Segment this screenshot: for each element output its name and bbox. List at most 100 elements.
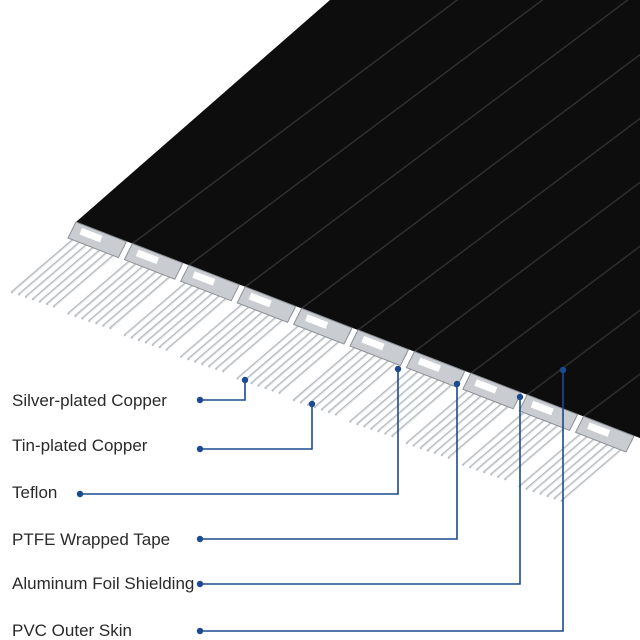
- conductor-wire: [243, 319, 316, 382]
- conductor-highlight: [209, 306, 281, 367]
- conductor-wire: [391, 374, 464, 438]
- conductor-highlight: [146, 282, 218, 343]
- leader-tin-dot-end: [308, 400, 316, 408]
- conductor-wire: [52, 245, 126, 308]
- conductor-wire: [109, 266, 182, 330]
- leader-foil-dot-end: [516, 393, 524, 401]
- teflon-insulation: [192, 271, 216, 286]
- conductor-wire: [130, 276, 203, 339]
- conductor-wire: [74, 254, 147, 318]
- conductor-highlight: [69, 253, 140, 314]
- conductor-highlight: [541, 433, 612, 494]
- teflon-insulation: [417, 357, 441, 373]
- conductor-wire: [24, 235, 98, 298]
- conductor-highlight: [372, 368, 443, 430]
- leader-lines: [76, 365, 567, 635]
- conductor-wire: [264, 326, 337, 390]
- conductor-wire: [88, 259, 161, 322]
- conductor-wire: [469, 406, 542, 469]
- conductor-wire: [553, 437, 626, 500]
- leader-ptfe: [200, 384, 458, 540]
- conductor-highlight: [97, 262, 168, 324]
- conductor-wire: [165, 288, 238, 351]
- label-tin-plated-copper: Tin-plated Copper: [12, 436, 148, 455]
- label-ptfe-wrapped-tape: PTFE Wrapped Tape: [12, 530, 171, 549]
- conductor-highlight: [498, 416, 570, 478]
- conductor-highlight: [26, 236, 98, 298]
- conductor-wire: [560, 439, 633, 502]
- conductor-wire: [67, 252, 140, 315]
- conductor-highlight: [294, 339, 366, 401]
- conductor-wire: [215, 307, 288, 370]
- teflon-insulation: [135, 249, 159, 265]
- leader-silver-dot-start: [196, 396, 204, 404]
- conductor-wire: [363, 365, 436, 428]
- conductor-highlight: [160, 286, 232, 348]
- conductor-highlight: [414, 385, 486, 446]
- conductor-highlight: [562, 440, 633, 502]
- conductor-highlight: [238, 318, 309, 379]
- conductor-highlight: [40, 241, 112, 302]
- conductor-wire: [292, 338, 366, 402]
- pvc-outer-skin: [76, 0, 640, 438]
- conductor-highlight: [534, 430, 605, 492]
- conductor-wire: [356, 362, 429, 426]
- conductor-wire: [201, 302, 274, 366]
- jacket-seam: [131, 0, 459, 245]
- conductor-highlight: [33, 238, 105, 300]
- conductor-highlight: [181, 296, 253, 358]
- conductor-wire: [490, 413, 563, 476]
- conductor-highlight: [470, 406, 542, 468]
- conductor-wire: [144, 281, 217, 344]
- conductor-highlight: [111, 267, 182, 329]
- conductor-wire: [334, 353, 408, 416]
- conductor-highlight: [202, 303, 274, 365]
- conductor-wire: [250, 322, 323, 385]
- conductor-wire: [433, 391, 506, 454]
- conductor-highlight: [132, 277, 204, 338]
- jacket-seam: [301, 53, 640, 310]
- conductor-wire: [158, 286, 231, 349]
- conductor-wire: [447, 396, 520, 459]
- jacket-seam: [357, 117, 640, 331]
- conductor-highlight: [505, 418, 577, 480]
- conductor-highlight: [365, 366, 436, 427]
- label-pvc-outer-skin: PVC Outer Skin: [12, 621, 132, 640]
- conductor-highlight: [252, 322, 323, 384]
- conductor-highlight: [308, 344, 380, 406]
- conductor-wire: [497, 415, 570, 478]
- conductor-highlight: [442, 394, 514, 456]
- leader-teflon-dot-start: [76, 490, 84, 498]
- teflon-insulation: [305, 314, 329, 329]
- conductor-highlight: [280, 332, 351, 394]
- label-teflon: Teflon: [12, 483, 58, 502]
- conductor-wire: [405, 382, 478, 445]
- jacket-seam: [413, 181, 640, 353]
- jacket-seam: [526, 309, 640, 396]
- conductor-highlight: [12, 231, 84, 293]
- teflon-insulation: [530, 400, 554, 416]
- conductor-highlight: [54, 246, 126, 307]
- leader-pvc: [200, 370, 564, 632]
- foil-shield-blocks: [67, 221, 635, 453]
- leader-tin: [200, 404, 313, 450]
- conductor-highlight: [273, 330, 344, 391]
- conductor-wire: [208, 305, 281, 368]
- conductor-wire: [137, 278, 210, 342]
- conductor-wire: [546, 434, 619, 498]
- conductor-wire: [412, 384, 485, 447]
- conductor-wire: [370, 367, 443, 430]
- conductor-highlight: [139, 279, 211, 341]
- conductor-wire: [532, 430, 605, 493]
- leader-foil-dot-start: [196, 580, 204, 588]
- conductor-highlight: [245, 320, 316, 382]
- teflon-insulation: [79, 228, 103, 243]
- conductor-wire: [278, 331, 351, 394]
- leader-silver-dot-end: [241, 376, 249, 384]
- conductor-highlight: [216, 308, 288, 370]
- conductor-wire: [384, 372, 457, 435]
- jacket-seam: [188, 0, 544, 266]
- conductor-wire: [38, 240, 112, 303]
